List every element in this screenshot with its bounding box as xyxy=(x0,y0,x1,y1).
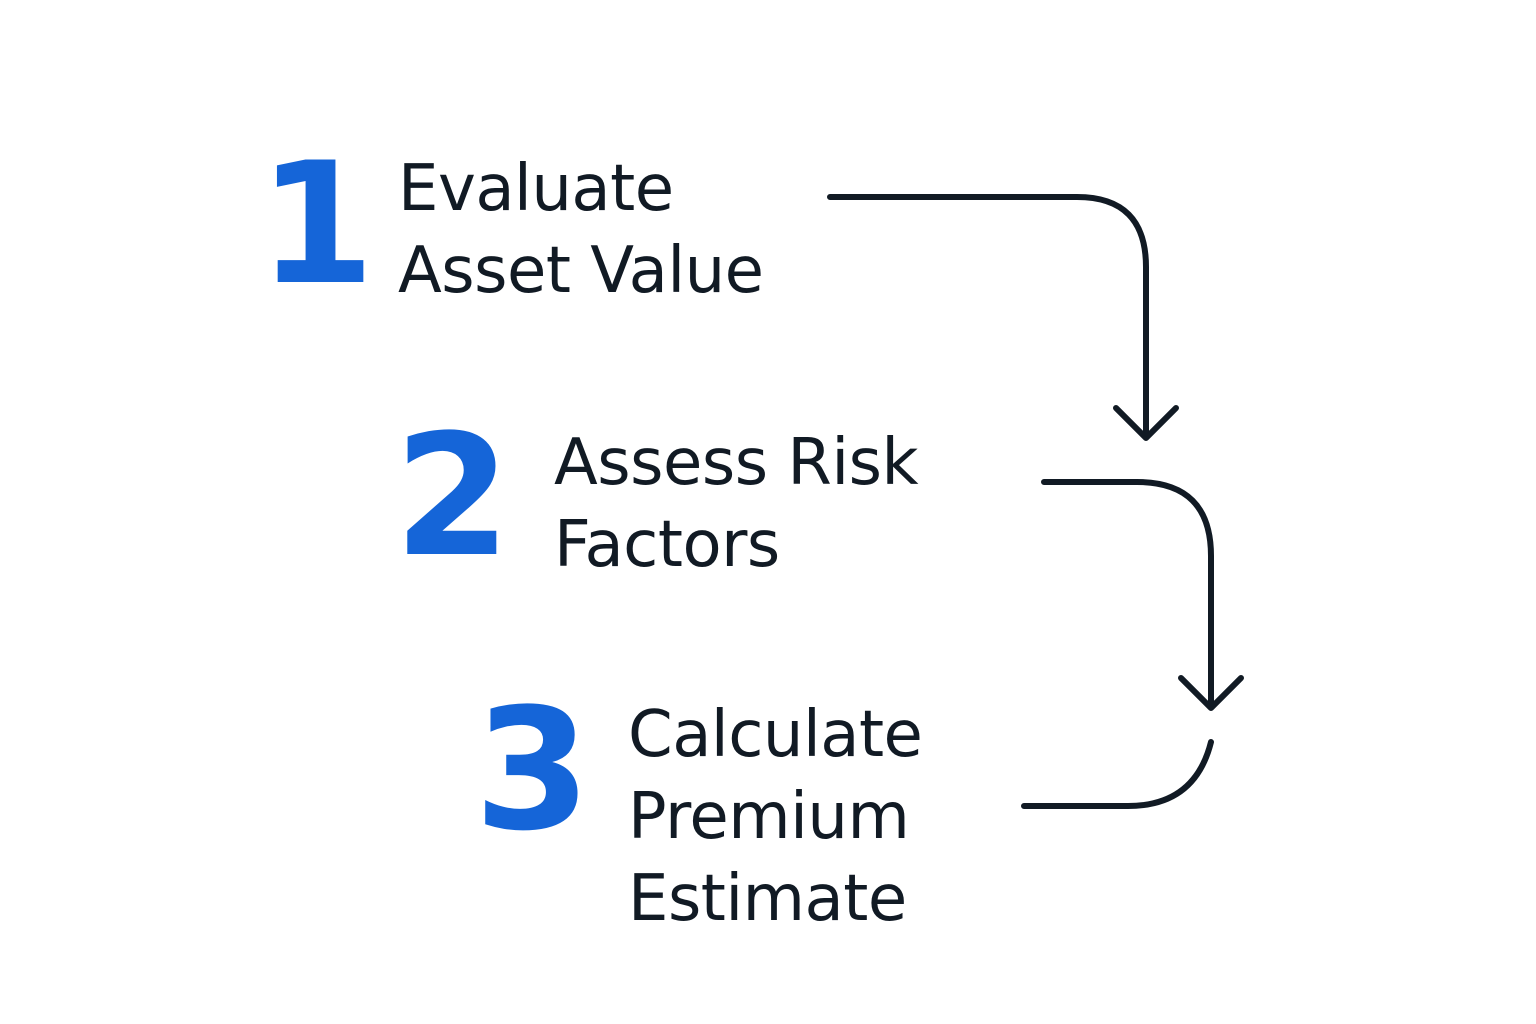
step-label-line: Asset Value xyxy=(398,234,764,308)
step-number: 3 xyxy=(474,672,591,868)
arrowhead-icon xyxy=(1178,675,1244,711)
step-number: 2 xyxy=(394,398,511,594)
curved-down-arrow-icon xyxy=(1041,479,1214,707)
step-label-line: Calculate xyxy=(628,698,923,772)
step-label-line: Premium xyxy=(628,780,910,854)
step-number: 1 xyxy=(258,126,375,322)
arrowhead-icon xyxy=(1113,405,1179,441)
step-label-line: Estimate xyxy=(628,862,907,936)
return-curve-icon xyxy=(1021,739,1214,809)
step-label-line: Factors xyxy=(554,508,780,582)
step-label-line: Assess Risk xyxy=(554,426,919,500)
step-label: Assess Risk Factors xyxy=(554,422,919,586)
step-label-line: Evaluate xyxy=(398,152,674,226)
curved-down-arrow-icon xyxy=(827,194,1149,435)
step-label: Evaluate Asset Value xyxy=(398,148,764,312)
step-label: Calculate Premium Estimate xyxy=(628,694,923,940)
